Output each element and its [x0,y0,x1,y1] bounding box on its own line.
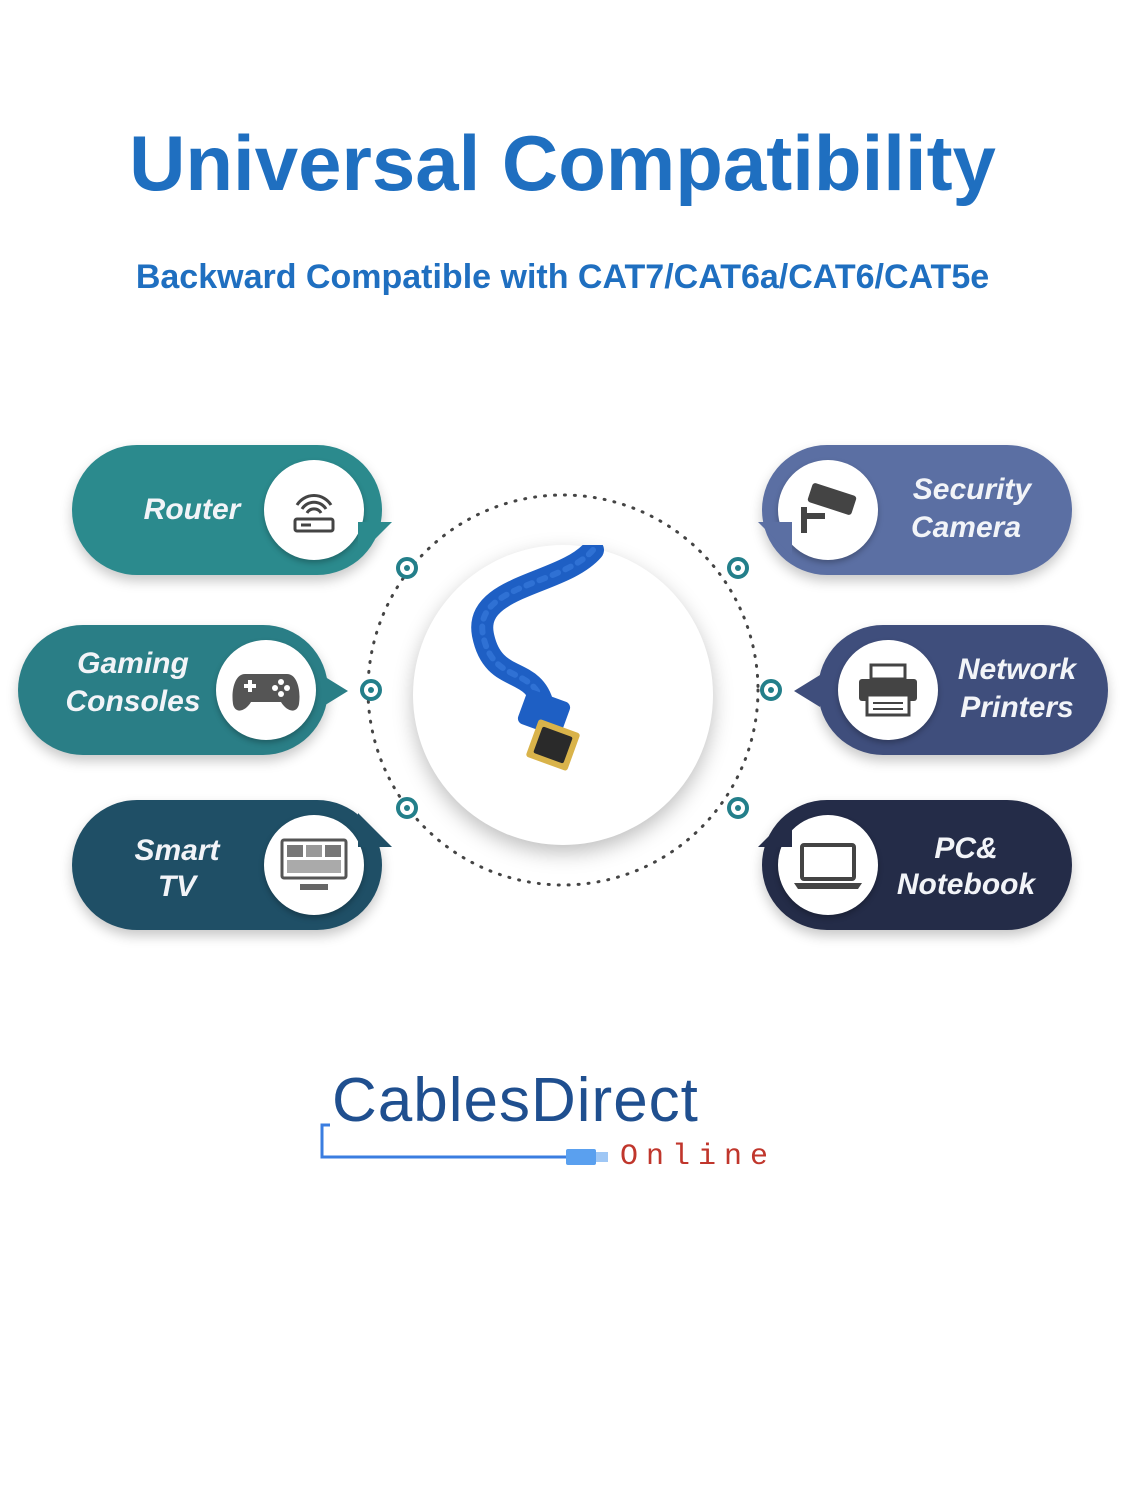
security-label-line1: Security [912,473,1032,506]
device-security-camera: Security Camera [762,445,1072,575]
gaming-label-line2: Consoles [65,685,201,718]
pc-label-line2: Notebook [896,868,1036,901]
page-subtitle: Backward Compatible with CAT7/CAT6a/CAT6… [135,258,990,296]
ethernet-cable-icon [471,539,604,771]
printer-label-line2: Printers [960,691,1074,724]
printer-label-line1: Network [957,653,1077,686]
printer-pointer [794,675,820,707]
gaming-pointer [322,675,348,707]
connector-pc [727,797,749,819]
connector-printer [760,679,782,701]
gaming-label-line1: Gaming [77,647,189,680]
security-camera-icon [778,460,878,560]
logo-cable-graphic [320,1123,608,1165]
gamepad-icon [216,640,316,740]
tv-pointer [358,813,392,847]
router-pointer [358,522,392,556]
connector-router [396,557,418,579]
router-icon [264,460,364,560]
device-smart-tv: Smart TV [72,800,382,930]
cablesdirect-logo: CablesDirect Online [318,1065,838,1185]
logo-wordmark: CablesDirect [332,1066,699,1135]
tv-label-line1: Smart [134,834,220,867]
connector-security [727,557,749,579]
device-network-printers: Network Printers [818,625,1108,755]
device-gaming-consoles: Gaming Consoles [18,625,328,755]
page-title: Universal Compatibility [129,119,996,207]
logo-subtext: Online [620,1140,777,1174]
security-label-line2: Camera [910,511,1022,544]
connector-tv [396,797,418,819]
security-pointer [758,522,792,556]
router-label: Router [143,493,241,526]
device-router: Router [72,445,382,575]
tv-label-line2: TV [157,870,197,903]
center-disc [413,539,713,845]
pc-label-line1: PC& [934,832,998,865]
tv-icon [264,815,364,915]
device-pc-notebook: PC& Notebook [762,800,1072,930]
printer-icon [838,640,938,740]
pc-pointer [758,813,792,847]
connector-gaming [360,679,382,701]
laptop-icon [778,815,878,915]
